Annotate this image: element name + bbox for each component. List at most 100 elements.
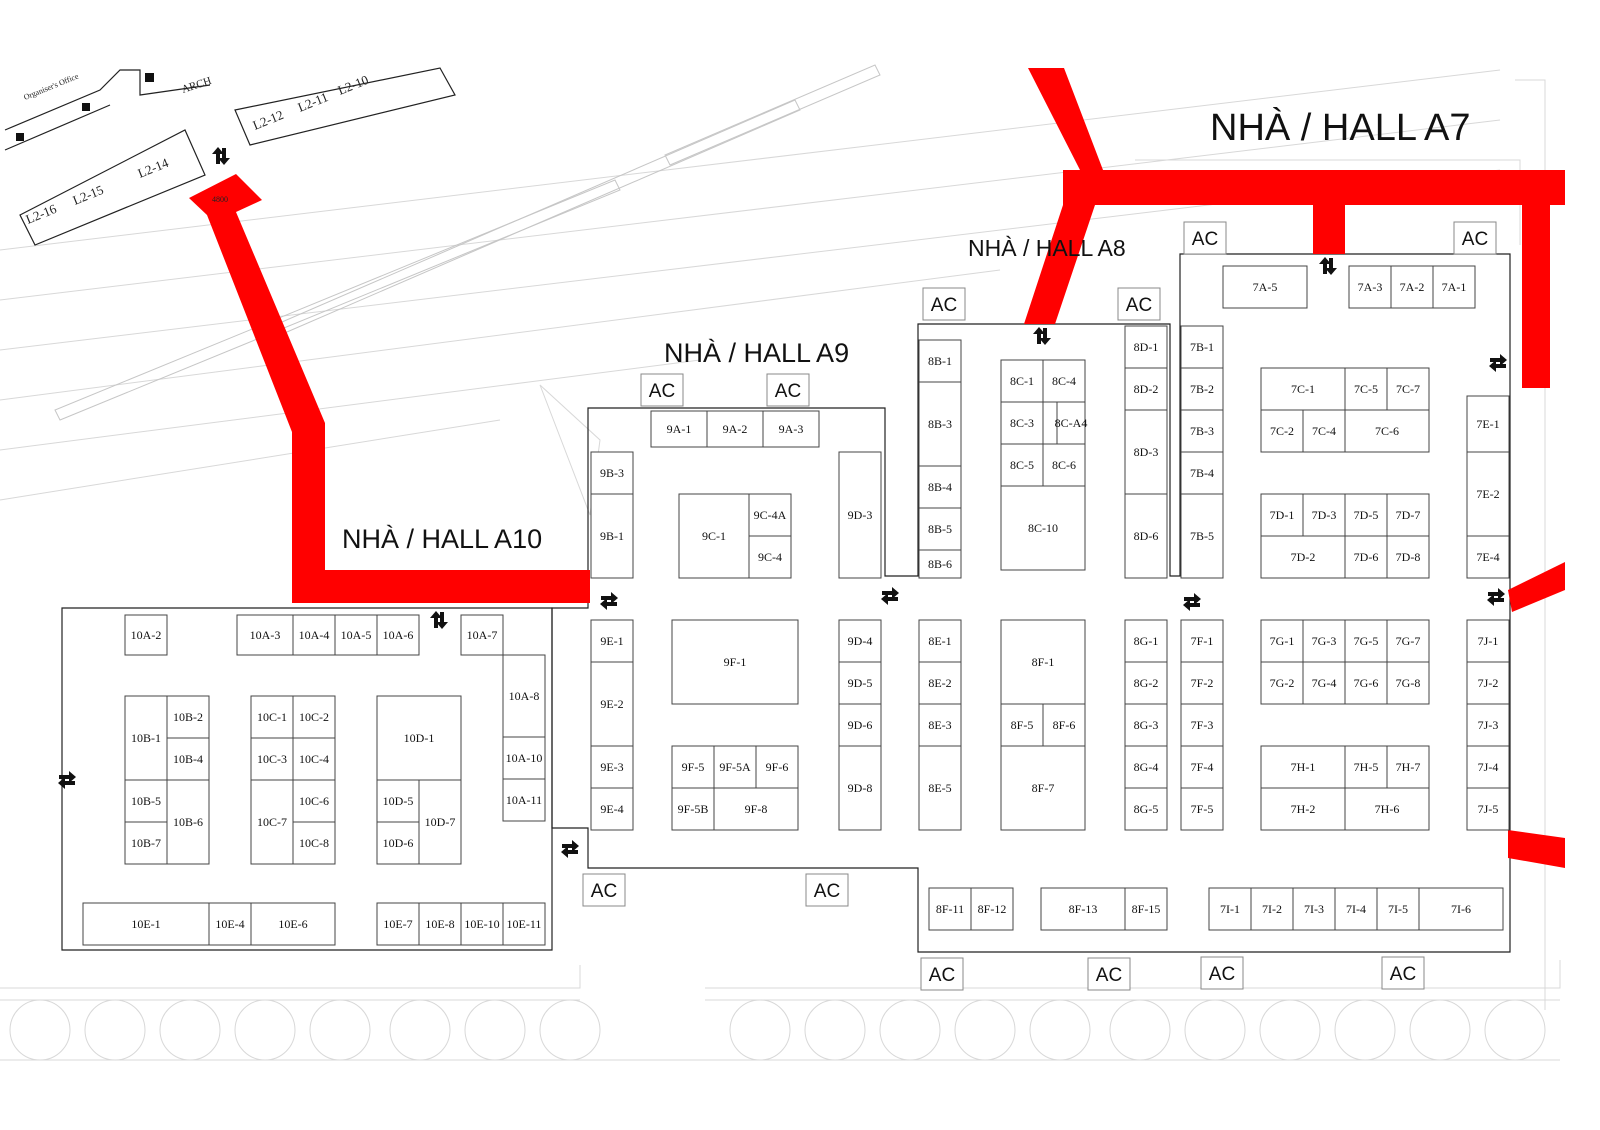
booth-rect[interactable] — [838, 619, 882, 663]
booth-rect[interactable] — [762, 410, 820, 448]
booth-10d-5[interactable]: 10D-5 — [376, 779, 420, 823]
booth-7g-8[interactable]: 7G-8 — [1386, 661, 1430, 705]
booth-rect[interactable] — [124, 779, 168, 823]
booth-10a-3[interactable]: 10A-3 — [236, 614, 294, 656]
booth-8d-3[interactable]: 8D-3 — [1124, 409, 1168, 495]
booth-9d-8[interactable]: 9D-8 — [838, 745, 882, 831]
booth-rect[interactable] — [1386, 535, 1430, 579]
booth-8c-a4[interactable]: 8C-A4 — [1055, 401, 1088, 445]
booth-rect[interactable] — [250, 779, 294, 865]
booth-9d-6[interactable]: 9D-6 — [838, 703, 882, 747]
booth-rect[interactable] — [918, 507, 962, 551]
booth-rect[interactable] — [1180, 619, 1224, 663]
booth-8d-2[interactable]: 8D-2 — [1124, 367, 1168, 411]
booth-rect[interactable] — [376, 779, 420, 823]
booth-9d-5[interactable]: 9D-5 — [838, 661, 882, 705]
booth-7b-3[interactable]: 7B-3 — [1180, 409, 1224, 453]
booth-8b-3[interactable]: 8B-3 — [918, 381, 962, 467]
booth-10a-4[interactable]: 10A-4 — [292, 614, 336, 656]
booth-rect[interactable] — [166, 737, 210, 781]
booth-7i-4[interactable]: 7I-4 — [1334, 887, 1378, 931]
booth-10e-7[interactable]: 10E-7 — [376, 902, 420, 946]
booth-7j-5[interactable]: 7J-5 — [1466, 787, 1510, 831]
booth-rect[interactable] — [1386, 493, 1430, 537]
booth-8f-6[interactable]: 8F-6 — [1042, 703, 1086, 747]
booth-rect[interactable] — [1260, 745, 1346, 789]
booth-10c-7[interactable]: 10C-7 — [250, 779, 294, 865]
booth-rect[interactable] — [1180, 493, 1224, 579]
booth-9c-1[interactable]: 9C-1 — [678, 493, 750, 579]
booth-8e-5[interactable]: 8E-5 — [918, 745, 962, 831]
booth-8g-4[interactable]: 8G-4 — [1124, 745, 1168, 789]
booth-rect[interactable] — [1000, 401, 1044, 445]
booth-rect[interactable] — [460, 614, 504, 656]
booth-rect[interactable] — [1344, 535, 1388, 579]
booth-rect[interactable] — [1302, 409, 1346, 453]
booth-rect[interactable] — [236, 614, 294, 656]
booth-9f-6[interactable]: 9F-6 — [755, 745, 799, 789]
booth-7d-3[interactable]: 7D-3 — [1302, 493, 1346, 537]
booth-10a-5[interactable]: 10A-5 — [334, 614, 378, 656]
booth-rect[interactable] — [1040, 887, 1126, 931]
booth-7a-5[interactable]: 7A-5 — [1222, 265, 1308, 309]
booth-rect[interactable] — [590, 493, 634, 579]
booth-7g-1[interactable]: 7G-1 — [1260, 619, 1304, 663]
booth-rect[interactable] — [970, 887, 1014, 931]
booth-rect[interactable] — [918, 381, 962, 467]
booth-8f-13[interactable]: 8F-13 — [1040, 887, 1126, 931]
booth-rect[interactable] — [1466, 745, 1510, 789]
booth-rect[interactable] — [1344, 367, 1388, 411]
booth-rect[interactable] — [1466, 787, 1510, 831]
booth-7j-4[interactable]: 7J-4 — [1466, 745, 1510, 789]
booth-7h-2[interactable]: 7H-2 — [1260, 787, 1346, 831]
booth-7c-1[interactable]: 7C-1 — [1260, 367, 1346, 411]
booth-rect[interactable] — [376, 821, 420, 865]
booth-8b-5[interactable]: 8B-5 — [918, 507, 962, 551]
booth-rect[interactable] — [1000, 443, 1044, 487]
booth-8g-3[interactable]: 8G-3 — [1124, 703, 1168, 747]
booth-rect[interactable] — [1124, 787, 1168, 831]
booth-7d-5[interactable]: 7D-5 — [1344, 493, 1388, 537]
booth-rect[interactable] — [124, 695, 168, 781]
booth-10a-2[interactable]: 10A-2 — [124, 614, 168, 656]
booth-7g-6[interactable]: 7G-6 — [1344, 661, 1388, 705]
booth-9f-8[interactable]: 9F-8 — [713, 787, 799, 831]
booth-8f-11[interactable]: 8F-11 — [928, 887, 972, 931]
booth-7a-3[interactable]: 7A-3 — [1348, 265, 1392, 309]
booth-rect[interactable] — [376, 902, 420, 946]
booth-8c-5[interactable]: 8C-5 — [1000, 443, 1044, 487]
booth-rect[interactable] — [1466, 535, 1510, 579]
booth-7b-4[interactable]: 7B-4 — [1180, 451, 1224, 495]
booth-7b-5[interactable]: 7B-5 — [1180, 493, 1224, 579]
booth-10b-2[interactable]: 10B-2 — [166, 695, 210, 739]
booth-rect[interactable] — [124, 821, 168, 865]
booth-rect[interactable] — [1000, 485, 1086, 571]
booth-rect[interactable] — [590, 619, 634, 663]
booth-rect[interactable] — [1000, 619, 1086, 705]
booth-7e-4[interactable]: 7E-4 — [1466, 535, 1510, 579]
booth-rect[interactable] — [1000, 703, 1044, 747]
booth-rect[interactable] — [838, 451, 882, 579]
booth-9f-5[interactable]: 9F-5 — [671, 745, 715, 789]
booth-rect[interactable] — [1466, 451, 1510, 537]
booth-rect[interactable] — [166, 779, 210, 865]
booth-7c-4[interactable]: 7C-4 — [1302, 409, 1346, 453]
booth-rect[interactable] — [1344, 745, 1388, 789]
booth-rect[interactable] — [1180, 325, 1224, 369]
booth-7c-6[interactable]: 7C-6 — [1344, 409, 1430, 453]
booth-rect[interactable] — [918, 549, 962, 579]
booth-10e-11[interactable]: 10E-11 — [502, 902, 546, 946]
booth-7a-1[interactable]: 7A-1 — [1432, 265, 1476, 309]
booth-10d-6[interactable]: 10D-6 — [376, 821, 420, 865]
booth-rect[interactable] — [1344, 493, 1388, 537]
booth-rect[interactable] — [1124, 661, 1168, 705]
booth-7b-2[interactable]: 7B-2 — [1180, 367, 1224, 411]
booth-7g-7[interactable]: 7G-7 — [1386, 619, 1430, 663]
booth-7g-5[interactable]: 7G-5 — [1344, 619, 1388, 663]
booth-10b-4[interactable]: 10B-4 — [166, 737, 210, 781]
booth-rect[interactable] — [1260, 535, 1346, 579]
booth-rect[interactable] — [918, 703, 962, 747]
booth-rect[interactable] — [1344, 409, 1430, 453]
booth-7e-1[interactable]: 7E-1 — [1466, 395, 1510, 453]
booth-rect[interactable] — [918, 339, 962, 383]
